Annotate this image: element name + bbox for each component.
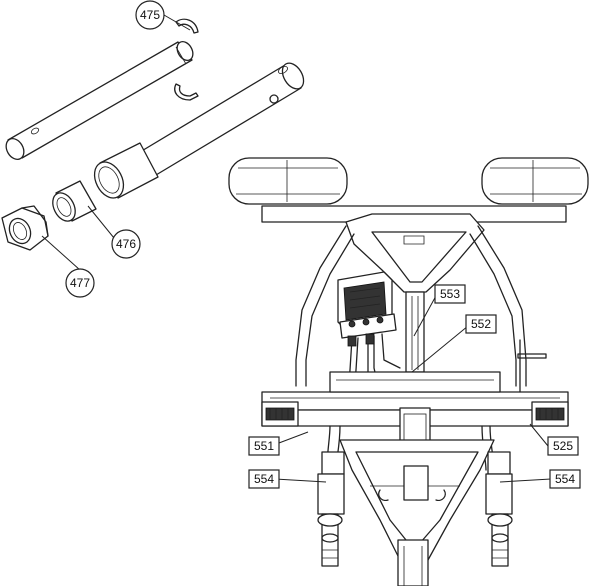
callout-554-right: 554 (549, 469, 581, 489)
svg-text:552: 552 (471, 317, 491, 331)
svg-text:525: 525 (553, 439, 573, 453)
callout-475: 475 (135, 0, 165, 30)
tube-long (5, 41, 194, 160)
callout-552: 552 (465, 314, 497, 334)
center-mast (405, 291, 425, 373)
callout-477: 477 (65, 268, 95, 298)
callout-553: 553 (434, 284, 466, 304)
wheel-shaft-right (485, 451, 513, 567)
svg-text:553: 553 (440, 287, 460, 301)
hex-nut (1, 205, 49, 251)
machine-assembly (228, 157, 589, 586)
svg-text:551: 551 (254, 439, 274, 453)
svg-text:554: 554 (254, 472, 274, 486)
callout-554-left: 554 (248, 469, 280, 489)
snap-ring-mid (174, 83, 199, 101)
exploded-parts (1, 18, 305, 251)
leader-lines (41, 14, 552, 483)
svg-text:554: 554 (555, 472, 575, 486)
bushing-ring (52, 180, 97, 222)
snap-ring-top (175, 18, 199, 34)
tow-frame (339, 439, 495, 586)
end-box-right (531, 401, 569, 427)
end-box-left (261, 401, 299, 427)
wheel-shaft-left (317, 451, 345, 567)
frame-arm-right (477, 225, 527, 387)
callout-476: 476 (111, 229, 141, 259)
valve-block (337, 271, 397, 339)
tube-with-sleeve (93, 62, 305, 199)
svg-text:476: 476 (116, 237, 136, 251)
tire-left (228, 157, 348, 205)
svg-text:475: 475 (140, 8, 160, 22)
frame-arm-left (295, 225, 347, 387)
svg-text:477: 477 (70, 276, 90, 290)
v-yoke (345, 213, 485, 293)
tire-right (481, 157, 589, 205)
callout-551: 551 (248, 436, 280, 456)
callout-525: 525 (547, 436, 579, 456)
